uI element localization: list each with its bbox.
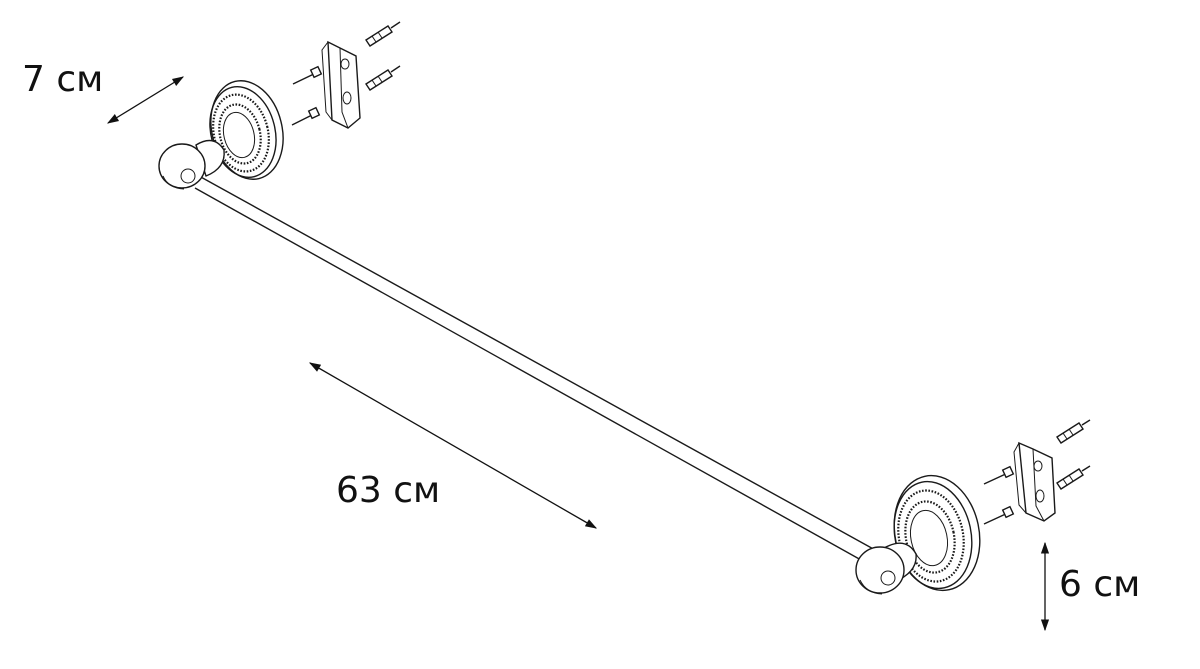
wall-plug <box>1056 419 1091 444</box>
height-dimension: 6 см <box>1040 541 1140 632</box>
towel-bar-rod <box>194 175 878 566</box>
wall-plug <box>1056 465 1091 490</box>
left-wall-plugs <box>365 21 401 91</box>
right-mounting-bracket <box>1013 441 1056 522</box>
depth-arrow <box>107 76 184 124</box>
left-screws <box>291 65 323 126</box>
screw <box>983 465 1015 485</box>
depth-dimension: 7 см <box>22 59 184 124</box>
right-wall-plugs <box>1056 419 1091 490</box>
wall-plug <box>365 65 401 91</box>
right-screws <box>983 465 1015 525</box>
left-mounting-bracket <box>321 40 361 129</box>
length-label: 63 см <box>336 470 440 511</box>
screw <box>291 106 321 126</box>
height-label: 6 см <box>1059 564 1140 605</box>
length-arrow <box>308 362 598 529</box>
depth-label: 7 см <box>22 59 103 100</box>
screw <box>983 505 1015 525</box>
screw <box>292 65 323 85</box>
left-wall-mount <box>158 80 284 190</box>
length-dimension: 63 см <box>308 362 598 529</box>
right-wall-mount <box>855 474 981 595</box>
wall-plug <box>365 21 401 47</box>
